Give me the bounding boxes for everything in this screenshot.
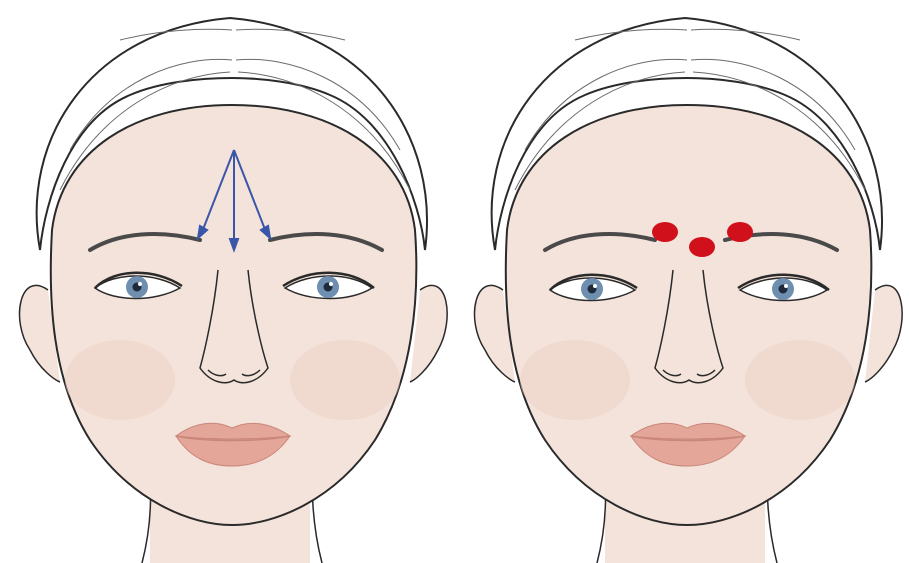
- injection-dot-right: [727, 222, 753, 242]
- face-panel-right: [455, 0, 909, 563]
- face-panel-left: [0, 0, 454, 563]
- injection-dot-left: [652, 222, 678, 242]
- face-illustration-left: [0, 0, 454, 563]
- cheek-shade-left: [520, 340, 630, 420]
- injection-dot-center: [689, 237, 715, 257]
- cheek-shade-left: [65, 340, 175, 420]
- cheek-shade-right: [290, 340, 400, 420]
- face-illustration-right: [455, 0, 909, 563]
- cheek-shade-right: [745, 340, 855, 420]
